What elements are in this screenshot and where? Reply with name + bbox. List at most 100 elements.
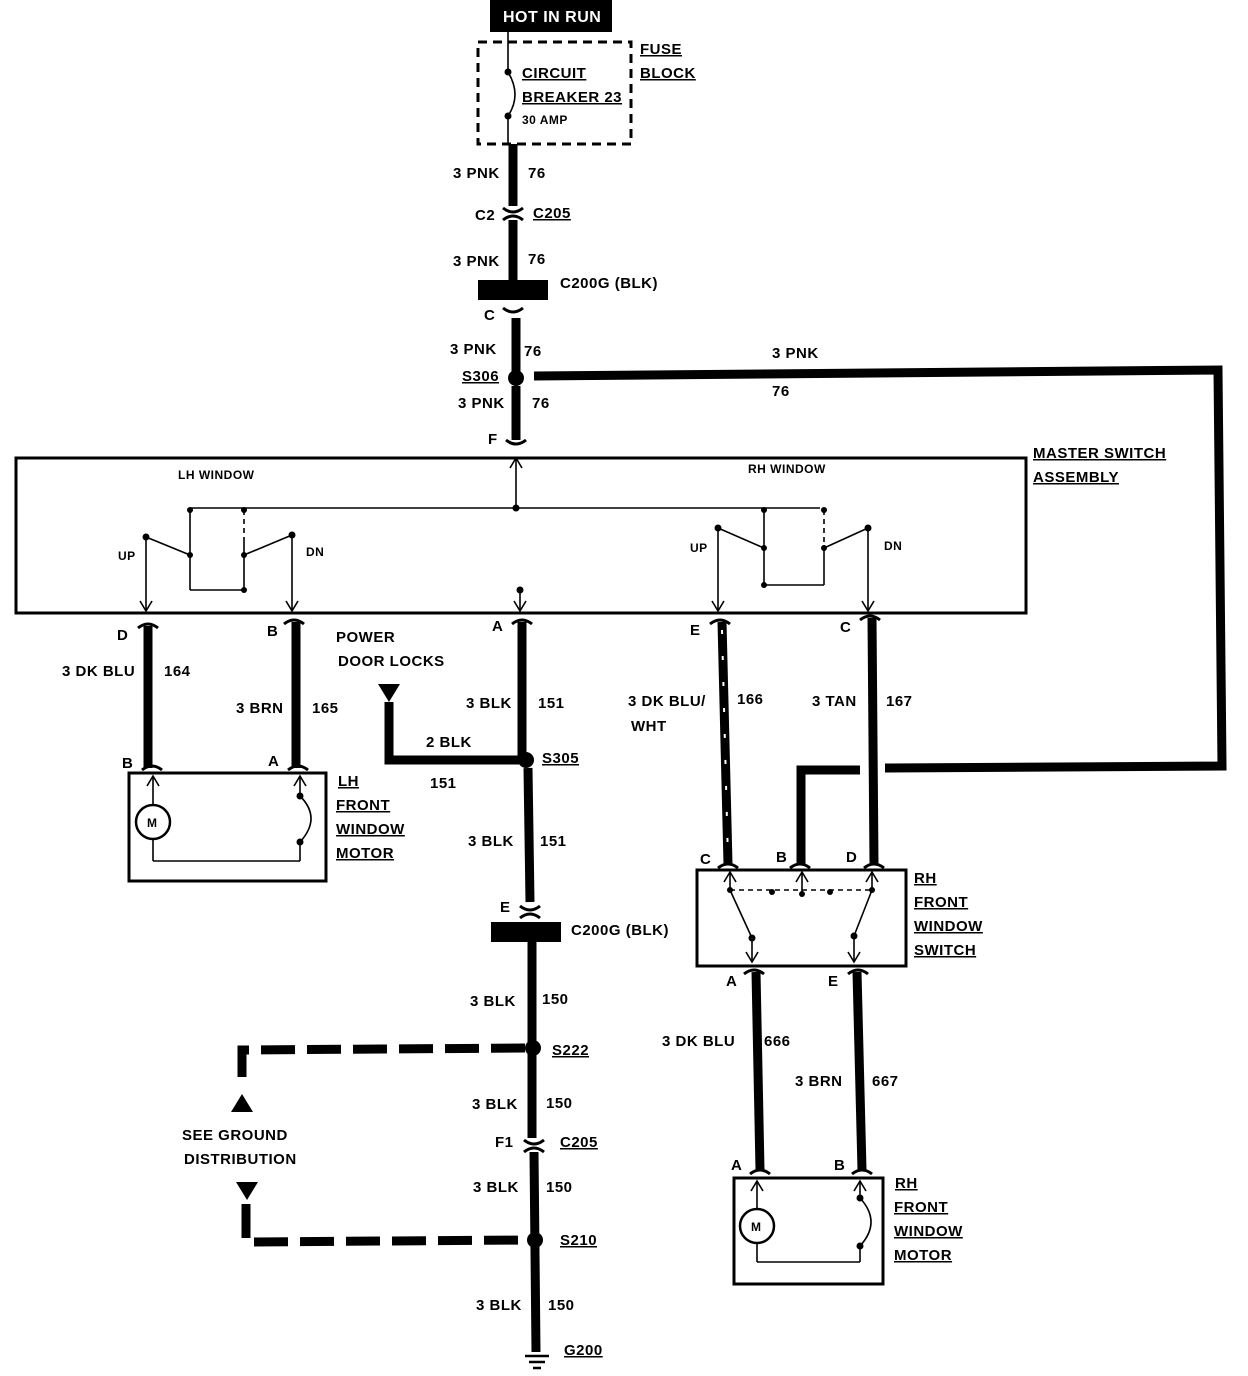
rh-switch-label-2: FRONT (914, 894, 968, 911)
rh-motor-label-2: FRONT (894, 1199, 948, 1216)
hot-in-run-box (490, 0, 612, 32)
rh-motor-label-3: WINDOW (894, 1223, 963, 1240)
lh-motor-pin-b: B (122, 755, 133, 772)
rh-motor-label-4: MOTOR (894, 1247, 952, 1264)
lh-motor-label-1: LH (338, 773, 359, 790)
splice-s305 (518, 752, 534, 768)
c200g-bot-label: C200G (BLK) (571, 922, 669, 939)
fuse-block-label-1: FUSE (640, 41, 682, 58)
rh-motor-pin-a: A (731, 1157, 742, 1174)
wire-number-76-4: 76 (532, 395, 550, 412)
c200g-connector-bottom (491, 922, 561, 942)
s305-label: S305 (542, 750, 579, 767)
circuit-breaker-label-1: CIRCUIT (522, 65, 586, 82)
branch-wire-number: 76 (772, 383, 790, 400)
lh-motor-label-3: WINDOW (336, 821, 405, 838)
c200g-top-pin: C (484, 307, 495, 324)
rh-switch-pin-b: B (776, 849, 787, 866)
g3-wire-number: 150 (546, 1179, 573, 1196)
c200g-top-label: C200G (BLK) (560, 275, 658, 292)
ms-pin-a: A (492, 618, 503, 635)
wire-number-76-3: 76 (524, 343, 542, 360)
e-wire-number: 166 (737, 691, 764, 708)
circuit-breaker-rating: 30 AMP (522, 113, 568, 127)
wire-label-pnk-1: 3 PNK (453, 165, 500, 182)
wire-number-76-1: 76 (528, 165, 546, 182)
b-wire-number: 165 (312, 700, 339, 717)
g1-wire-number: 150 (542, 991, 569, 1008)
c205-connector-top (502, 206, 524, 222)
lh-motor-pin-a: A (268, 753, 279, 770)
ms-pin-b: B (267, 623, 278, 640)
g2-wire-color: 3 BLK (472, 1096, 518, 1113)
power-door-locks-label-1: POWER (336, 629, 395, 646)
lh-up-label: UP (118, 549, 136, 563)
e-wire-color-2: WHT (631, 718, 667, 735)
s305-below-number: 151 (540, 833, 567, 850)
master-switch-internals (139, 456, 875, 613)
b-wire-color: 3 BRN (236, 700, 284, 717)
pin-f-label: F (488, 431, 498, 448)
lh-motor-label-4: MOTOR (336, 845, 394, 862)
power-door-locks-label-2: DOOR LOCKS (338, 653, 445, 670)
svg-text:M: M (147, 816, 158, 830)
g4-wire-number: 150 (548, 1297, 575, 1314)
rh-up-label: UP (690, 541, 708, 555)
svg-text:M: M (751, 1220, 762, 1234)
rh-window-label: RH WINDOW (748, 462, 826, 476)
c200g-bot-pin: E (500, 899, 511, 916)
lh-dn-label: DN (306, 545, 324, 559)
ground-dist-arrow-down (236, 1182, 258, 1200)
wire-number-76-2: 76 (528, 251, 546, 268)
ground-symbol (525, 1354, 549, 1370)
g2-wire-number: 150 (546, 1095, 573, 1112)
ground-dist-label-1: SEE GROUND (182, 1127, 288, 1144)
pdl-wire-color: 2 BLK (426, 734, 472, 751)
splice-s306 (508, 370, 524, 386)
s222-label: S222 (552, 1042, 589, 1059)
rh-switch-pin-d: D (846, 849, 857, 866)
ms-pin-e: E (690, 622, 701, 639)
rh-switch-pin-c: C (700, 851, 711, 868)
d-wire-number: 164 (164, 663, 191, 680)
c-wire-number: 167 (886, 693, 913, 710)
splice-s222 (525, 1040, 541, 1056)
rh-motor-box (732, 1176, 885, 1286)
a-wire-number: 151 (538, 695, 565, 712)
c205-top-pin: C2 (475, 207, 495, 224)
rha-wire-number: 666 (764, 1033, 791, 1050)
s210-label: S210 (560, 1232, 597, 1249)
rh-switch-label-1: RH (914, 870, 937, 887)
a-wire-color: 3 BLK (466, 695, 512, 712)
rhe-wire-number: 667 (872, 1073, 899, 1090)
master-switch-box (14, 456, 1028, 615)
s305-below-color: 3 BLK (468, 833, 514, 850)
wire-label-pnk-4: 3 PNK (458, 395, 505, 412)
fuse-block-label-2: BLOCK (640, 65, 696, 82)
rh-motor-symbol: M (738, 1179, 872, 1263)
splice-s210 (527, 1232, 543, 1248)
c205-bot-label: C205 (560, 1134, 598, 1151)
c205-bot-pin: F1 (495, 1134, 514, 1151)
g4-wire-color: 3 BLK (476, 1297, 522, 1314)
hot-in-run-label: HOT IN RUN (503, 9, 601, 26)
pdl-wire-number: 151 (430, 775, 457, 792)
wire-label-pnk-2: 3 PNK (453, 253, 500, 270)
power-door-locks-arrow (378, 684, 400, 702)
ms-pin-d: D (117, 627, 128, 644)
lh-motor-symbol: M (134, 774, 312, 862)
rha-wire-color: 3 DK BLU (662, 1033, 735, 1050)
rh-switch-label-4: SWITCH (914, 942, 976, 959)
master-switch-title-1: MASTER SWITCH (1033, 445, 1166, 462)
ground-dist-arrow-up (231, 1094, 253, 1112)
rh-dn-label: DN (884, 539, 902, 553)
g200-label: G200 (564, 1342, 603, 1359)
ms-pin-c: C (840, 619, 851, 636)
g1-wire-color: 3 BLK (470, 993, 516, 1010)
rhe-wire-color: 3 BRN (795, 1073, 843, 1090)
lh-motor-box (127, 771, 328, 883)
fuse-block-outline (476, 40, 633, 146)
rh-switch-label-3: WINDOW (914, 918, 983, 935)
lh-motor-label-2: FRONT (336, 797, 390, 814)
rh-switch-pin-e: E (828, 973, 839, 990)
